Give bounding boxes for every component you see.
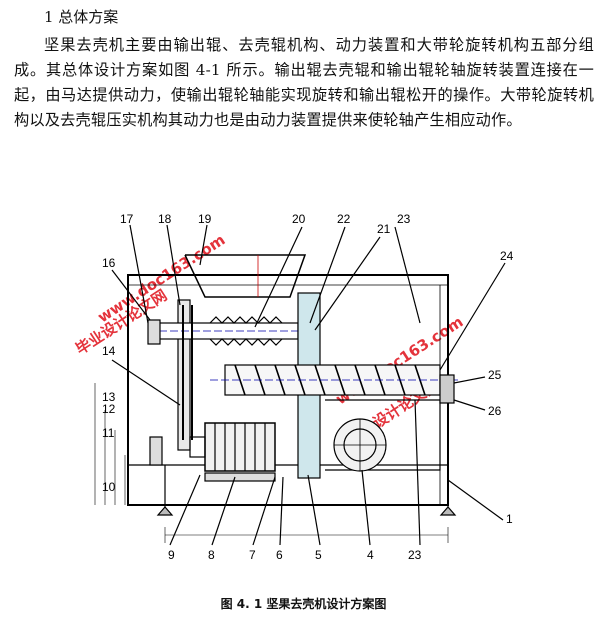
- label-1: 1: [506, 512, 513, 526]
- label-24: 24: [500, 249, 514, 263]
- label-20: 20: [292, 212, 306, 226]
- label-6: 6: [276, 548, 283, 562]
- label-19: 19: [198, 212, 212, 226]
- label-7: 7: [249, 548, 256, 562]
- label-13: 13: [102, 390, 116, 404]
- figure-caption: 图 4. 1 坚果去壳机设计方案图: [220, 597, 387, 611]
- design-figure: www.doc163.com 毕业设计论文网 www.doc163.com 毕业…: [40, 205, 585, 590]
- machine-drawing: www.doc163.com 毕业设计论文网 www.doc163.com 毕业…: [72, 212, 514, 562]
- body-paragraph: 坚果去壳机主要由输出辊、去壳辊机构、动力装置和大带轮旋转机构五部分组成。其总体设…: [14, 36, 594, 129]
- label-25: 25: [488, 368, 502, 382]
- label-11: 11: [102, 426, 115, 440]
- label-26: 26: [488, 404, 502, 418]
- label-4: 4: [367, 548, 374, 562]
- label-23-bottom: 23: [408, 548, 422, 562]
- machine-frame: [94, 224, 506, 546]
- section-heading: 1 总体方案: [44, 8, 119, 26]
- label-23-top: 23: [397, 212, 411, 226]
- label-17: 17: [120, 212, 134, 226]
- label-12: 12: [102, 402, 116, 416]
- label-10: 10: [102, 480, 116, 494]
- label-14: 14: [102, 344, 116, 358]
- label-18: 18: [158, 212, 172, 226]
- label-9: 9: [168, 548, 175, 562]
- watermark-url-1: www.doc163.com: [94, 231, 228, 327]
- label-8: 8: [208, 548, 215, 562]
- label-21: 21: [377, 222, 391, 236]
- label-5: 5: [315, 548, 322, 562]
- label-22: 22: [337, 212, 351, 226]
- label-16: 16: [102, 256, 116, 270]
